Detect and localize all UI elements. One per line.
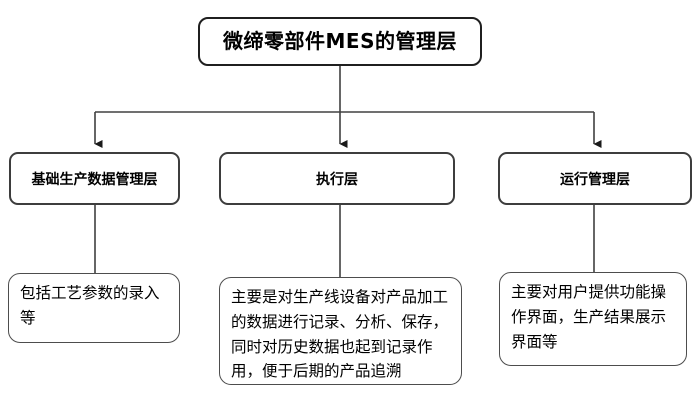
description-box-execution: 主要是对生产线设备对产品加工的数据进行记录、分析、保存，同时对历史数据也起到记录… xyxy=(219,277,462,385)
layer-box-label: 运行管理层 xyxy=(560,171,630,188)
title-box: 微缔零部件MES的管理层 xyxy=(198,17,482,66)
layer-box-label: 基础生产数据管理层 xyxy=(31,171,158,188)
description-box-operation-management: 主要对用户提供功能操作界面，生产结果展示界面等 xyxy=(499,272,687,366)
layer-box-basic-production-data: 基础生产数据管理层 xyxy=(9,152,180,205)
description-box-basic-production-data: 包括工艺参数的录入等 xyxy=(8,273,180,343)
layer-box-label: 执行层 xyxy=(316,171,358,188)
layer-box-operation-management: 运行管理层 xyxy=(498,152,692,205)
layer-box-execution: 执行层 xyxy=(219,152,455,205)
